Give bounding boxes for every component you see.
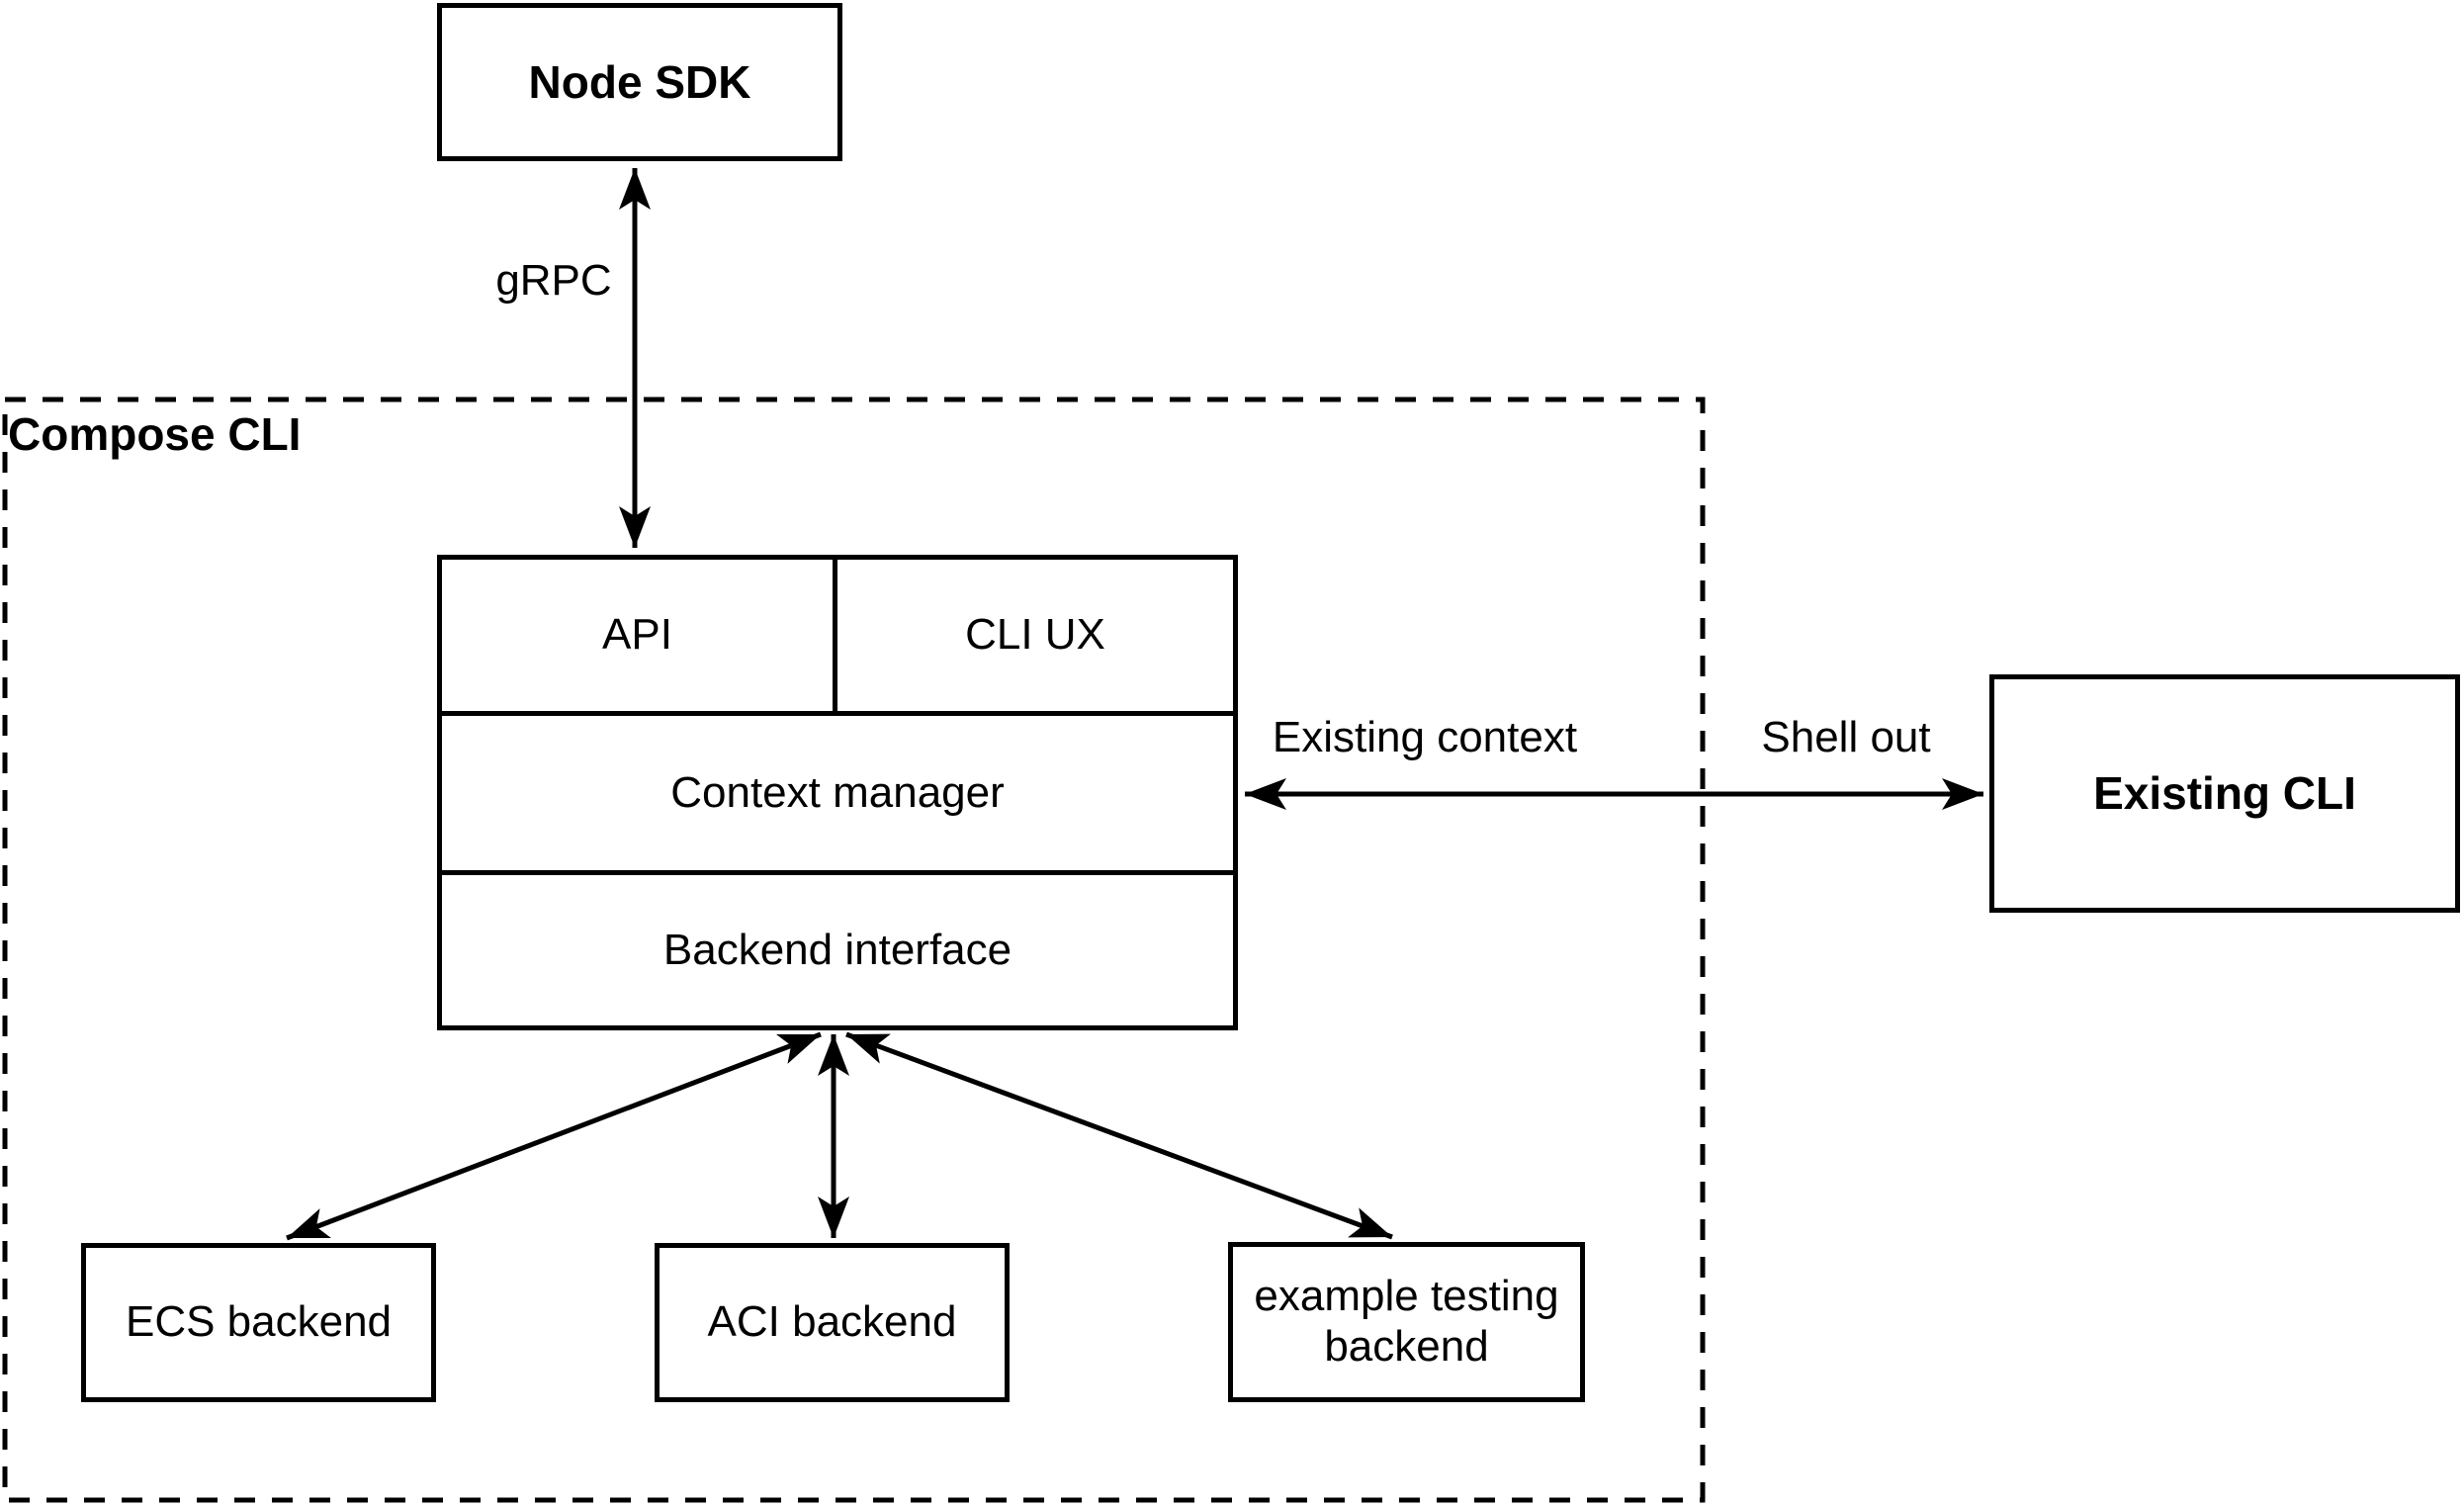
compose-cli-container-label: Compose CLI	[8, 407, 302, 461]
backend-interface-box: Backend interface	[437, 870, 1238, 1030]
shell-out-edge-label: Shell out	[1755, 713, 1937, 762]
backend-interface-label: Backend interface	[662, 925, 1012, 974]
ecs-backend-label: ECS backend	[125, 1297, 393, 1347]
node-sdk-box: Node SDK	[437, 3, 842, 161]
api-label: API	[602, 610, 672, 660]
compose-cli-container-border	[2, 397, 1706, 1503]
example-testing-backend-label: example testing backend	[1254, 1272, 1559, 1371]
edge-backend-ecs-line	[286, 1031, 822, 1241]
grpc-edge-label: gRPC	[495, 256, 612, 305]
context-manager-box: Context manager	[437, 711, 1238, 875]
cli-ux-box: CLI UX	[833, 555, 1238, 716]
cli-ux-label: CLI UX	[965, 610, 1105, 660]
node-sdk-label: Node SDK	[528, 55, 751, 108]
existing-context-edge-label: Existing context	[1266, 713, 1584, 762]
api-box: API	[437, 555, 837, 716]
aci-backend-label: ACI backend	[707, 1297, 957, 1347]
edge-backend-example-line	[845, 1031, 1393, 1240]
context-manager-label: Context manager	[670, 767, 1005, 817]
existing-cli-box: Existing CLI	[1989, 674, 2460, 913]
existing-cli-label: Existing CLI	[2093, 767, 2356, 820]
aci-backend-box: ACI backend	[655, 1243, 1010, 1402]
ecs-backend-box: ECS backend	[81, 1243, 436, 1402]
example-testing-backend-box: example testing backend	[1228, 1242, 1585, 1402]
